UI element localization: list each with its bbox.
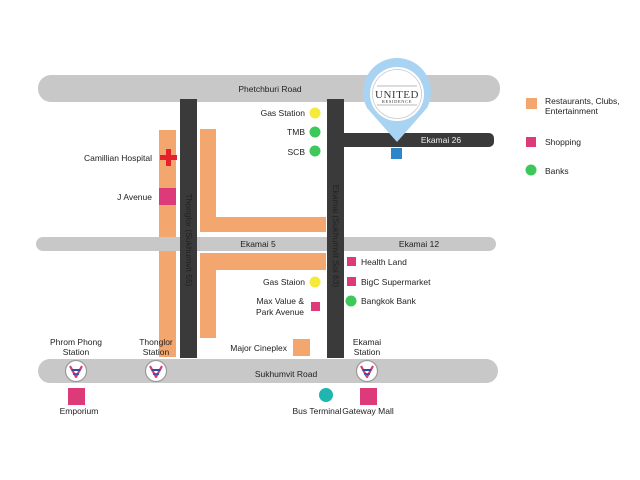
bts-station-icon: [69, 365, 83, 379]
legend-label-banks: Banks: [545, 166, 569, 176]
logo-united: UNITED: [375, 89, 419, 101]
legend-label-restaurants-1: Restaurants, Clubs,: [545, 96, 620, 106]
block-ekamai5-north: [200, 129, 326, 232]
legend-swatch-banks: [525, 164, 537, 176]
restaurant-blocks: [159, 129, 326, 357]
station-thonglor: Thonglor Station: [139, 337, 173, 383]
label-sukhumvit-road: Sukhumvit Road: [255, 369, 318, 379]
label-j-avenue: J Avenue: [117, 192, 152, 202]
label-ekamai-road: Ekamai (Sukhumvit Soi 63): [331, 185, 341, 288]
label-station-phrom-phong-2: Station: [63, 347, 90, 357]
gas-marker-south: [309, 276, 321, 288]
label-camillian-hospital: Camillian Hospital: [84, 153, 152, 163]
label-ekamai12: Ekamai 12: [399, 239, 439, 249]
bts-station-icon: [360, 365, 374, 379]
residence-marker: [391, 148, 402, 159]
label-station-thonglor-1: Thonglor: [139, 337, 173, 347]
hospital-icon: [160, 149, 177, 166]
label-major-cineplex: Major Cineplex: [230, 343, 287, 353]
shopping-marker-bigc: [347, 277, 356, 286]
united-residence-pin[interactable]: UNITED RESIDENCE: [362, 57, 431, 159]
legend-swatch-restaurants: [526, 98, 537, 109]
shopping-marker-health-land: [347, 257, 356, 266]
bts-station-icon: [149, 365, 163, 379]
label-station-thonglor-2: Station: [143, 347, 170, 357]
label-station-ekamai-1: Ekamai: [353, 337, 381, 347]
shopping-marker-gateway: [360, 388, 377, 405]
label-gas-station-north: Gas Station: [261, 108, 306, 118]
label-bigc: BigC Supermarket: [361, 277, 431, 287]
label-ekamai26: Ekamai 26: [421, 135, 461, 145]
label-gateway-mall: Gateway Mall: [342, 406, 394, 416]
road-ekamai5: [36, 237, 496, 251]
label-health-land: Health Land: [361, 257, 407, 267]
label-station-ekamai-2: Station: [354, 347, 381, 357]
bank-marker-tmb: [309, 126, 321, 138]
label-station-phrom-phong-1: Phrom Phong: [50, 337, 102, 347]
label-scb: SCB: [288, 147, 306, 157]
shopping-marker-max-value: [311, 302, 320, 311]
block-ekamai5-south: [200, 253, 326, 338]
station-phrom-phong: Phrom Phong Station: [50, 337, 102, 383]
label-thonglor-road: Thonglor (Sukhumvit 55): [184, 193, 194, 286]
road-ekamai26: [327, 133, 494, 147]
legend-swatch-shopping: [526, 137, 536, 147]
bus-terminal-marker: [319, 388, 333, 402]
logo-residence: RESIDENCE: [382, 99, 412, 104]
bank-marker-scb: [309, 145, 321, 157]
label-gas-station-south: Gas Staion: [263, 277, 305, 287]
label-phetchburi-road: Phetchburi Road: [238, 84, 302, 94]
road-ekamai: [327, 99, 344, 358]
label-bus-terminal: Bus Terminal: [293, 406, 342, 416]
station-ekamai: Ekamai Station: [353, 337, 381, 383]
label-ekamai5: Ekamai 5: [240, 239, 276, 249]
label-max-value-1: Max Value &: [256, 296, 304, 306]
label-max-value-2: Park Avenue: [256, 307, 304, 317]
road-thonglor: [180, 99, 197, 358]
legend: Restaurants, Clubs, Entertainment Shoppi…: [525, 96, 620, 176]
bank-marker-bangkok-bank: [345, 295, 357, 307]
label-bangkok-bank: Bangkok Bank: [361, 296, 417, 306]
label-tmb: TMB: [287, 127, 305, 137]
legend-label-restaurants-2: Entertainment: [545, 106, 599, 116]
legend-label-shopping: Shopping: [545, 137, 581, 147]
shopping-marker-javenue: [159, 188, 176, 205]
shopping-marker-emporium: [68, 388, 85, 405]
entertainment-marker-cineplex: [293, 339, 310, 356]
label-emporium: Emporium: [60, 406, 99, 416]
gas-marker-north: [309, 107, 321, 119]
